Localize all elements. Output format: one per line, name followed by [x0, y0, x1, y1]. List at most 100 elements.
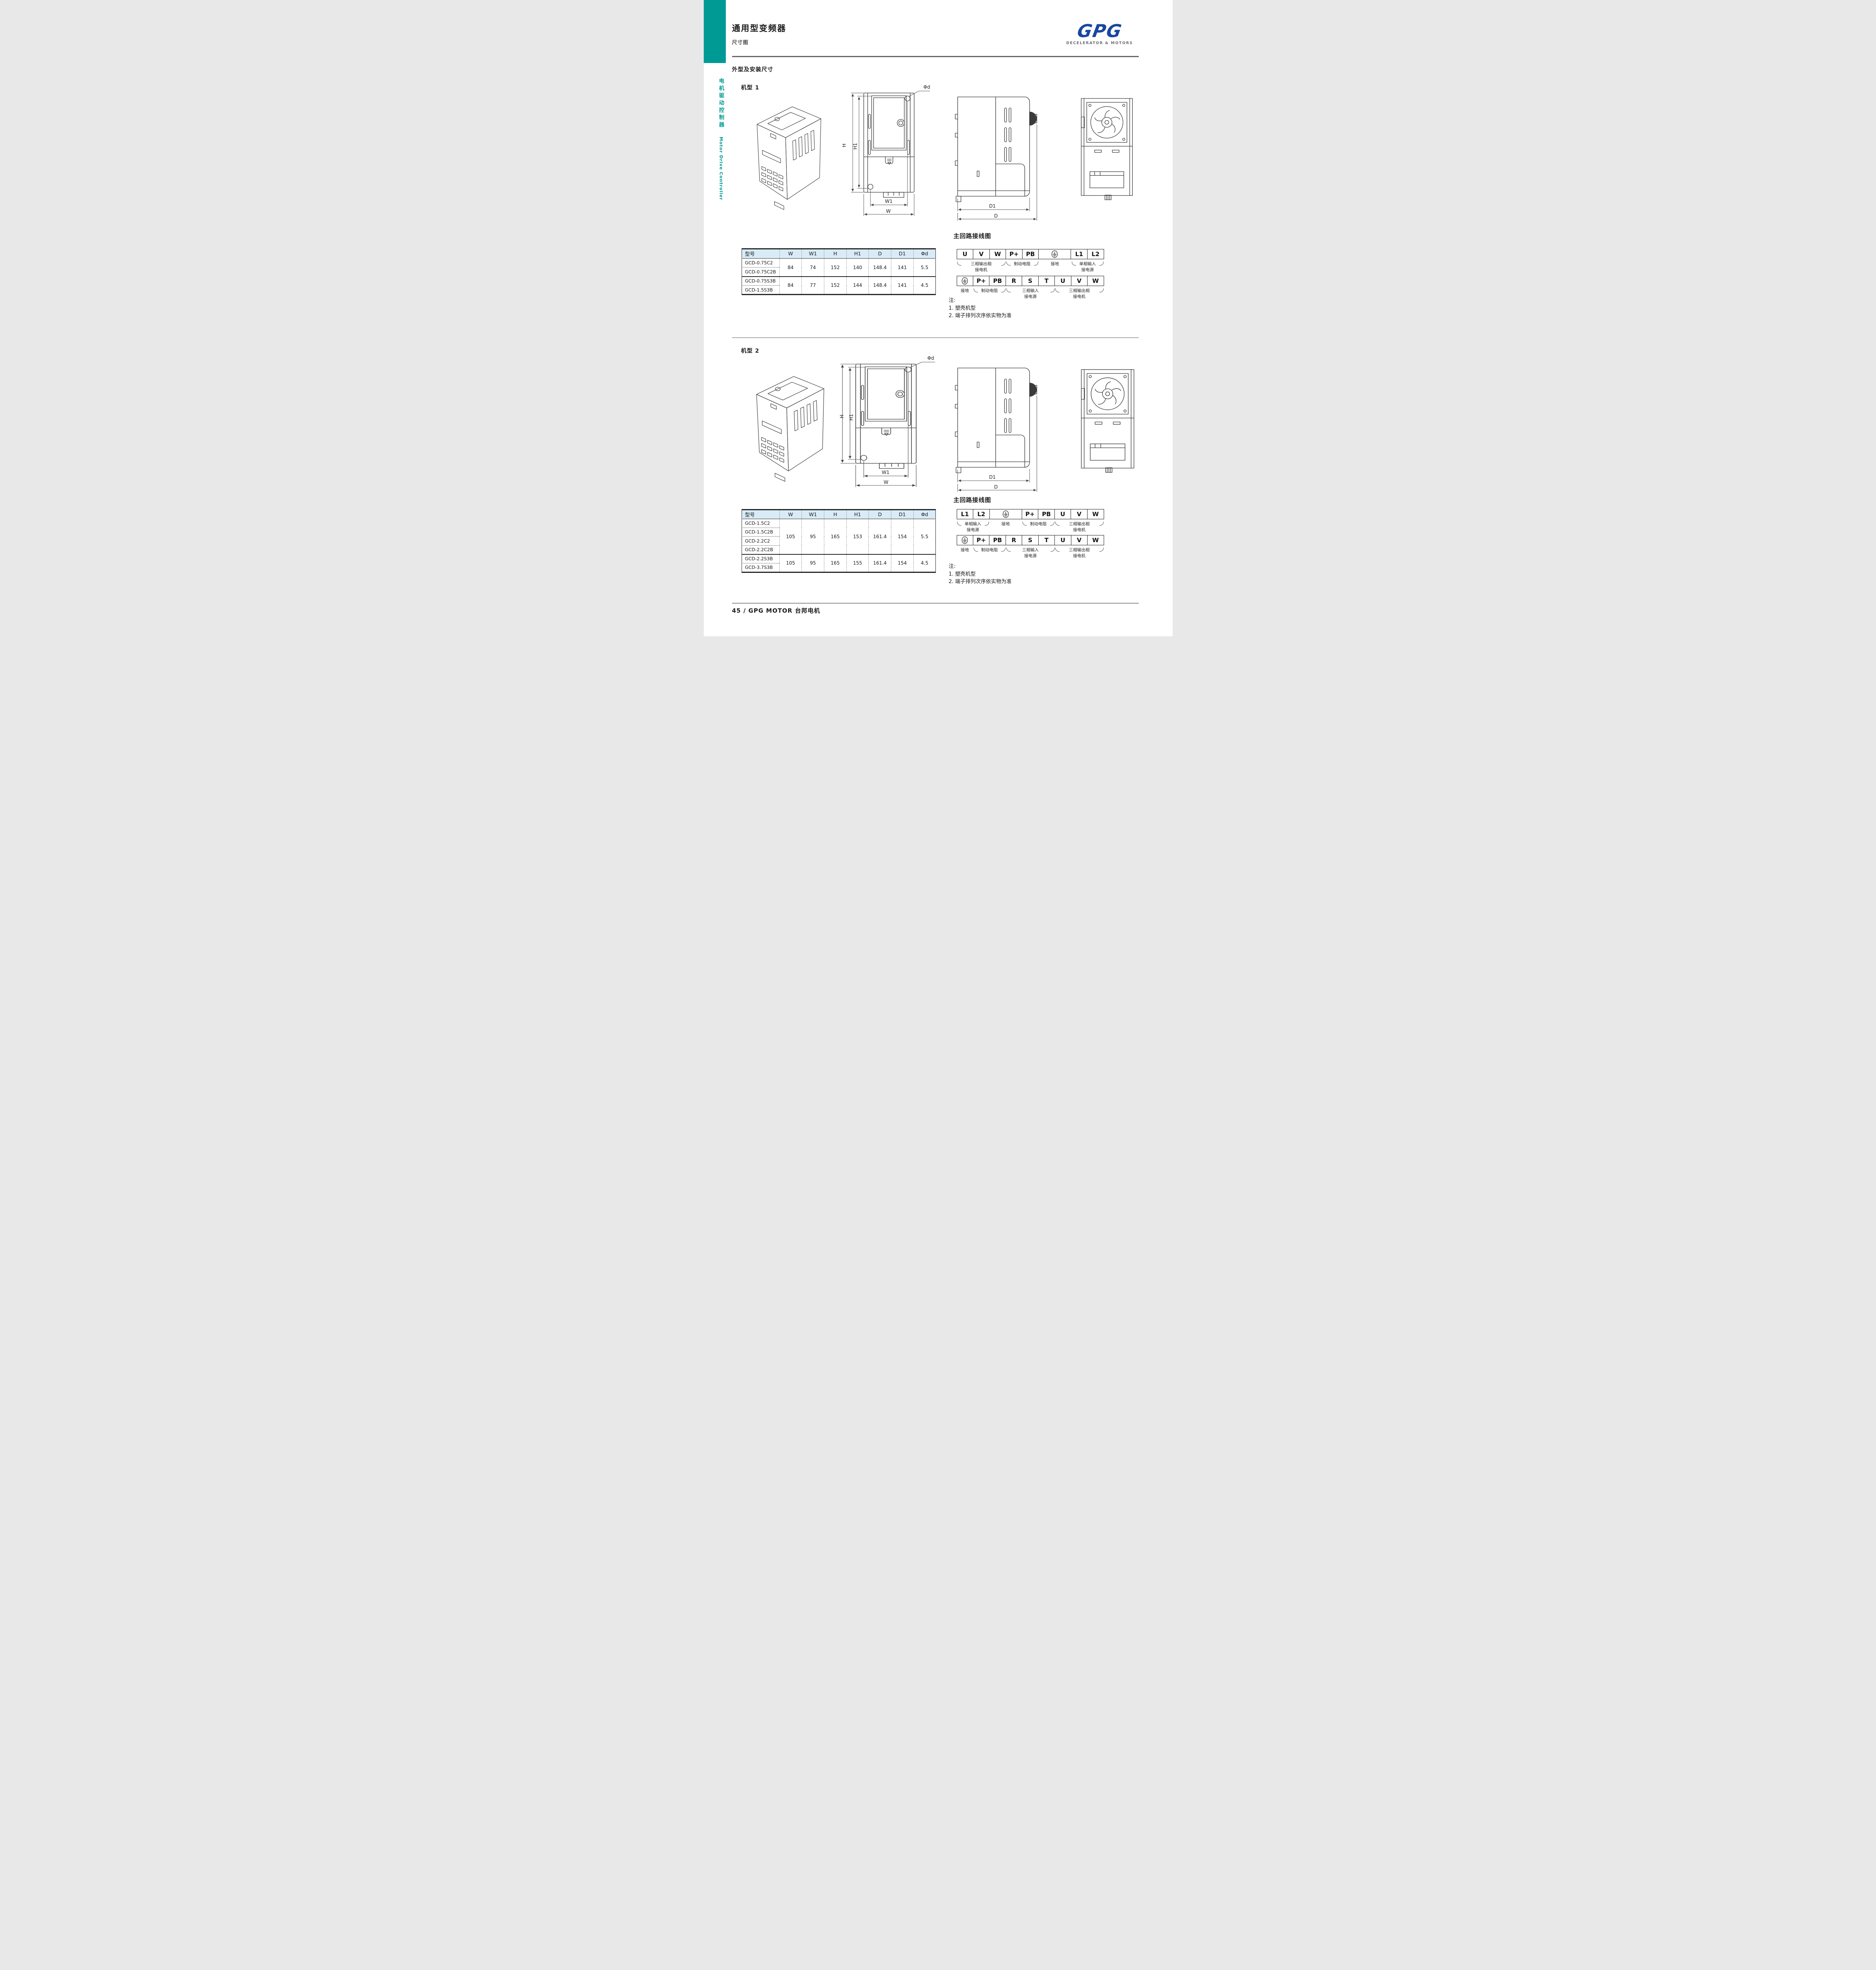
label-line: 制动电阻	[1030, 522, 1047, 526]
dim-label-h: H	[841, 143, 847, 147]
terminal-cell-pplus: P+	[1006, 249, 1023, 259]
value-cell: 105	[779, 554, 802, 572]
value-cell: 105	[779, 519, 802, 554]
value-cell: 84	[779, 258, 802, 277]
wiring-title-model2: 主回路接线图	[953, 496, 991, 504]
footer-page-label: 45 / GPG MOTOR 台邦电机	[732, 607, 820, 614]
terminal-cell-t: T	[1039, 276, 1055, 286]
dim-label-w: W	[883, 479, 889, 485]
model2-heading: 机型 2	[741, 348, 760, 354]
value-cell: 165	[824, 554, 847, 572]
terminal-cell-ground	[990, 509, 1022, 519]
label-line: 接电源	[1024, 294, 1037, 299]
dim-label-d: D	[994, 213, 998, 219]
label-line: 三相输入	[1022, 548, 1039, 552]
header-divider	[732, 56, 1139, 57]
value-cell: 152	[824, 258, 847, 277]
terminal-strip-model1-top: U V W P+ PB L1 L2	[956, 249, 1104, 259]
terminal-text: V	[1077, 277, 1082, 284]
value-cell: 4.5	[913, 276, 936, 295]
terminal-text: W	[994, 251, 1001, 258]
label-line: 制动电阻	[981, 548, 998, 552]
label-line: 接电机	[975, 268, 987, 273]
terminal-group-label: 制动电阻	[973, 287, 1006, 294]
terminal-cell-t: T	[1039, 535, 1055, 545]
label-line: 单相输入	[1079, 262, 1096, 266]
dim-label-w1: W1	[885, 199, 893, 204]
col-header: W1	[801, 249, 824, 259]
terminal-strip-model2-bottom: P+ PB R S T U V W	[956, 535, 1104, 545]
dim-label-phid: Φd	[923, 84, 930, 90]
value-cell: 148.4	[868, 258, 891, 277]
label-line: 三相输出相	[1069, 548, 1090, 552]
terminal-cell-w: W	[1088, 509, 1104, 519]
terminal-cell-s: S	[1022, 535, 1039, 545]
terminal-text: T	[1044, 537, 1049, 544]
page-title: 通用型变频器	[732, 24, 786, 33]
terminal-group-label: 接地	[989, 520, 1022, 527]
dim-label-phid: Φd	[927, 355, 934, 361]
model-cell: GCD-0.75S3B	[742, 276, 779, 286]
terminal-text: L1	[1075, 251, 1083, 258]
terminal-group-label: 接地	[1039, 260, 1071, 267]
drawing-isometric-model1	[737, 97, 838, 213]
sidebar-vertical-label: 电机驱动控制器 Motor Drive Controller	[717, 78, 725, 201]
terminal-group-label: 三相输出相 接电机	[1055, 287, 1104, 300]
model1-heading: 机型 1	[741, 85, 760, 91]
brand-logo-text: GPG	[1075, 20, 1124, 41]
terminal-strip-model1-bottom: P+ PB R S T U V W	[956, 276, 1104, 286]
terminal-text: V	[979, 251, 984, 258]
value-cell: 155	[846, 554, 869, 572]
dim-label-h: H	[839, 414, 845, 418]
label-line: 接地	[1050, 262, 1059, 266]
value-cell: 144	[846, 276, 869, 295]
terminal-group-label: 制动电阻	[973, 546, 1006, 553]
terminal-group-label: 制动电阻	[1006, 260, 1039, 267]
corner-accent-block	[703, 0, 726, 63]
terminal-group-label: 单相输入 接电源	[957, 520, 989, 533]
value-cell: 95	[801, 519, 824, 554]
label-line: 三相输出相	[971, 262, 992, 266]
col-header: W	[779, 509, 802, 519]
terminal-text: R	[1011, 277, 1016, 284]
terminal-cell-w: W	[1088, 276, 1103, 286]
terminal-group-label: 三相输出相 接电机	[1055, 546, 1104, 559]
terminal-text: U	[962, 251, 967, 258]
label-line: 接地	[1001, 522, 1010, 526]
col-header: W1	[801, 509, 824, 519]
label-line: 接电机	[1073, 528, 1086, 533]
value-cell: 77	[801, 276, 824, 295]
col-header-model: 型号	[742, 249, 779, 259]
page-subtitle: 尺寸图	[732, 40, 749, 46]
sidebar-label-en: Motor Drive Controller	[718, 137, 724, 201]
terminal-cell-pb: PB	[989, 535, 1006, 545]
terminal-text: P+	[976, 277, 986, 284]
value-cell: 95	[801, 554, 824, 572]
value-cell: 153	[846, 519, 869, 554]
terminal-text: U	[1060, 277, 1065, 284]
terminal-text: T	[1044, 277, 1049, 284]
value-cell: 152	[824, 276, 847, 295]
terminal-cell-v: V	[1071, 276, 1088, 286]
terminal-cell-u: U	[1055, 509, 1071, 519]
terminal-text: P+	[1025, 511, 1035, 518]
ground-icon	[961, 536, 968, 544]
terminal-text: PB	[1042, 511, 1051, 518]
value-cell: 154	[891, 519, 914, 554]
model-cell: GCD-2.2C2B	[745, 547, 773, 553]
terminal-cell-ground	[1039, 249, 1071, 259]
terminal-group-label: 三相输出相 接电机	[957, 260, 1006, 273]
label-line: 制动电阻	[1014, 262, 1030, 266]
terminal-cell-v: V	[1071, 535, 1088, 545]
col-header: W	[779, 249, 802, 259]
footer-divider	[732, 603, 1139, 604]
terminal-group-label: 接地	[957, 287, 973, 294]
terminal-text: L2	[977, 511, 985, 518]
terminal-text: W	[1092, 537, 1099, 544]
model-cell: GCD-3.7S3B	[745, 565, 773, 571]
page: 电机驱动控制器 Motor Drive Controller 通用型变频器 尺寸…	[703, 0, 1173, 636]
note-line: 2. 端子排列次序依实物为准	[948, 313, 1012, 319]
terminal-group-label: 三相输入 接电源	[1006, 546, 1055, 559]
terminal-text: W	[1092, 511, 1099, 518]
terminal-text: W	[1092, 277, 1099, 284]
